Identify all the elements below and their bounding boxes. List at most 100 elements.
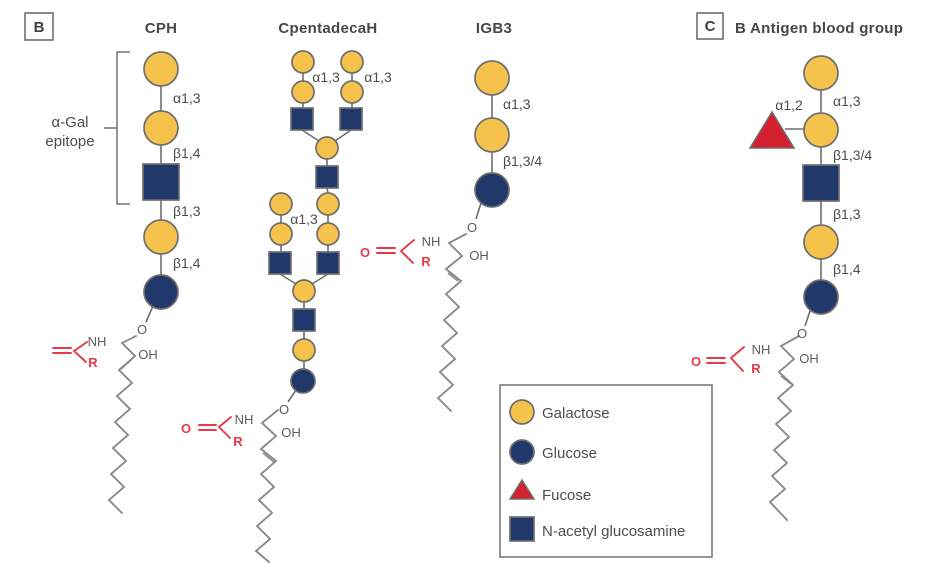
n-acetyl-glucosamine-node xyxy=(802,164,840,202)
galactose-node xyxy=(291,80,315,104)
acyl-branch xyxy=(729,346,745,372)
amide-nh-label: NH xyxy=(235,412,254,427)
linkage-label: β1,3/4 xyxy=(503,153,542,169)
n-acetyl-glucosamine-node xyxy=(316,251,340,275)
acyl-branch xyxy=(72,341,88,363)
linkage-label: β1,4 xyxy=(833,261,861,277)
hydroxyl-label: OH xyxy=(799,351,819,366)
glucose-node xyxy=(474,172,510,208)
galactose-node xyxy=(474,60,510,96)
amide-nh-label: NH xyxy=(752,342,771,357)
linkage-label: α1,3 xyxy=(833,93,861,109)
legend-label: Glucose xyxy=(542,445,597,462)
panel-c-tag-box xyxy=(696,12,724,40)
linkage-label: β1,3 xyxy=(173,203,201,219)
ceramide-chain xyxy=(436,233,467,412)
n-acetyl-glucosamine-node xyxy=(268,251,292,275)
linkage-label: β1,4 xyxy=(173,145,201,161)
galactose-icon xyxy=(509,399,535,425)
alpha-gal-epitope-label-line1: α-Gal xyxy=(51,114,88,131)
linkage-label: β1,3/4 xyxy=(833,147,872,163)
galactose-node xyxy=(143,219,179,255)
glucose-node xyxy=(290,368,316,394)
oxygen-label: O xyxy=(137,322,147,337)
ceramide-chain xyxy=(768,335,800,521)
ceramide-igb3: O NH OH O R xyxy=(360,220,489,412)
n-acetyl-glucosamine-node xyxy=(142,163,180,201)
glucose-icon xyxy=(509,439,535,465)
galactose-node xyxy=(803,55,839,91)
n-acetyl-glucosamine-node xyxy=(290,107,314,131)
galactose-node xyxy=(474,117,510,153)
galactose-node xyxy=(291,50,315,74)
carbonyl-o-label: O xyxy=(691,354,701,369)
galactose-node xyxy=(316,222,340,246)
cc-double-bond xyxy=(120,358,133,370)
structure-cph: CPH α-Gal epitope α1,3 β1,4 β1,3 β1,4 O xyxy=(45,20,201,514)
fucose-node xyxy=(748,110,796,149)
cc-double-bond xyxy=(780,375,792,385)
fatty-acyl-r-label: R xyxy=(88,355,98,370)
galactose-node xyxy=(316,192,340,216)
glucose-node xyxy=(143,274,179,310)
structure-igb3: IGB3 α1,3 β1,3/4 O NH OH O R xyxy=(360,20,542,412)
ceramide-cph: O NH OH R xyxy=(52,322,158,514)
hydroxyl-label: OH xyxy=(138,347,158,362)
galactose-node xyxy=(803,224,839,260)
cc-double-bond xyxy=(262,452,275,463)
galactose-node xyxy=(143,51,179,87)
glycosidic-link xyxy=(279,273,297,285)
legend-box xyxy=(499,384,713,558)
amide-nh-label: NH xyxy=(422,234,441,249)
panel-c: C B Antigen blood group α1,2 α1,3 β1,3/4… xyxy=(691,12,903,521)
structure-title: CPH xyxy=(145,20,178,37)
oxygen-label: O xyxy=(797,326,807,341)
galactose-node xyxy=(269,222,293,246)
structure-b-antigen: α1,2 α1,3 β1,3/4 β1,3 β1,4 O NH OH O R xyxy=(691,55,872,521)
carbonyl-o-label: O xyxy=(360,245,370,260)
n-acetyl-glucosamine-node xyxy=(315,165,339,189)
carbonyl-o-label: O xyxy=(181,421,191,436)
galactose-node xyxy=(315,136,339,160)
structure-cpentadecah: CpentadecaH xyxy=(181,20,392,563)
linkage-label: α1,3 xyxy=(312,69,340,85)
structure-title: CpentadecaH xyxy=(278,20,377,37)
fatty-acyl-r-label: R xyxy=(751,361,761,376)
linkage-label: α1,3 xyxy=(173,90,201,106)
panel-c-title: B Antigen blood group xyxy=(735,20,903,37)
structure-title: IGB3 xyxy=(476,20,512,37)
alpha-gal-epitope-label-line2: epitope xyxy=(45,133,94,150)
galactose-node xyxy=(340,80,364,104)
galactose-node xyxy=(143,110,179,146)
legend-item-glucose: Glucose xyxy=(509,439,597,465)
legend-label: N-acetyl glucosamine xyxy=(542,523,685,540)
glycosidic-link xyxy=(301,129,320,142)
legend-label: Fucose xyxy=(542,487,591,504)
galactose-node xyxy=(803,112,839,148)
galactose-node xyxy=(340,50,364,74)
legend: Galactose Glucose Fucose N-acetyl glucos… xyxy=(499,384,713,558)
galactose-node xyxy=(269,192,293,216)
panel-c-tag: C xyxy=(705,18,716,35)
amide-nh-label: NH xyxy=(88,334,107,349)
legend-label: Galactose xyxy=(542,405,610,422)
n-acetyl-glucosamine-icon xyxy=(509,516,535,542)
fatty-acyl-r-label: R xyxy=(233,434,243,449)
galactose-node xyxy=(292,279,316,303)
oxygen-label: O xyxy=(467,220,477,235)
ceramide-cpentadecah: O NH OH O R xyxy=(181,402,301,563)
glycosidic-link xyxy=(311,273,329,285)
linkage-label: α1,2 xyxy=(775,97,803,113)
ceramide-o-link xyxy=(145,305,154,323)
ceramide-b-antigen: O NH OH O R xyxy=(691,326,819,521)
alpha-gal-bracket xyxy=(104,51,130,205)
panel-b-tag: B xyxy=(34,19,45,36)
n-acetyl-glucosamine-node xyxy=(292,308,316,332)
fatty-acyl-r-label: R xyxy=(421,254,431,269)
galactose-node xyxy=(292,338,316,362)
oxygen-label: O xyxy=(279,402,289,417)
linkage-label: α1,3 xyxy=(364,69,392,85)
ceramide-o-link xyxy=(804,310,811,327)
